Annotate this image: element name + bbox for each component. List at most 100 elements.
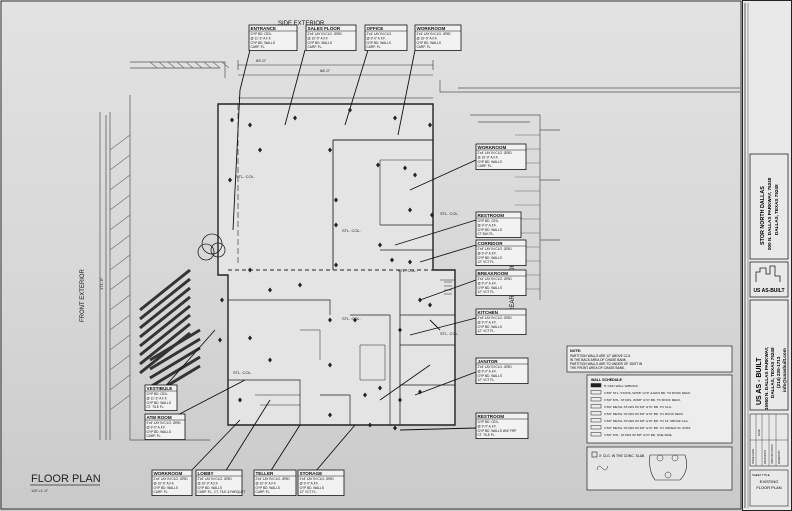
svg-text:DATE: DATE	[757, 429, 761, 436]
side-exterior-label: SIDE EXTERIOR	[278, 21, 325, 27]
col-label: STL. COL.	[233, 370, 252, 375]
callout-line: GYP BD. WALLS	[154, 486, 178, 490]
legend-item: 3 5/8" METAL STUDS W/ 5/8" GYP. BD. TO U…	[604, 426, 691, 430]
store-address: 000 N. DALLAS PARKWAY, 75248	[767, 177, 772, 250]
callout-line: GYP BD. WALLS	[308, 41, 332, 45]
callout-line: @ 10'-0" A.F.F.	[308, 36, 329, 40]
building-walls	[217, 97, 456, 426]
callout-line: 2'x4' LAY IN CLG. GRID	[256, 477, 291, 481]
callout-line: 2'x4' LAY IN CLG. GRID	[198, 477, 233, 481]
col-label: STL. COL.	[440, 331, 459, 336]
callout-line: CARP. FL.	[367, 45, 382, 49]
callout-line: GYP BD. CEIL.	[478, 420, 500, 424]
sheet-title-2: FLOOR PLAN	[756, 485, 781, 490]
callout-line: @ 9'-0" A.F.F.	[478, 369, 497, 373]
entrance-door-swings	[197, 233, 226, 261]
callout-line: GYP BD. WALLS	[251, 41, 275, 45]
callout-title: ATM ROOM	[147, 415, 172, 420]
callout-line: CT BLK FL.	[478, 232, 495, 236]
legend-item: 3 5/8" MTL. STUDS W/ 5/8" GYP. BD. ONE S…	[604, 433, 672, 437]
callout-line: GYP BD. WALLS	[147, 401, 171, 405]
scale-label: 1/8"=1'-0"	[31, 488, 49, 493]
svg-text:ISSUE DATE: ISSUE DATE	[751, 449, 755, 464]
callout-line: @ 10'-0" A.F.F.	[417, 36, 438, 40]
callout-line: 2'x4' LAY IN CLG. GRID	[300, 477, 335, 481]
callout-line: 2'x4' LAY IN CLG. GRID	[417, 32, 452, 36]
floor-plan-title: FLOOR PLAN	[31, 473, 101, 485]
callout-line: CARP. FL.	[417, 45, 432, 49]
callout-line: CARP. FL.	[154, 490, 169, 494]
callout-line: 2'x4' LAY IN CLG. GRID	[308, 32, 343, 36]
callout-title: WORKROOM	[478, 145, 507, 150]
callout-line: 12" VCT FL.	[478, 329, 495, 333]
callout-line: CT. TILE FL.	[478, 433, 496, 437]
callout-line: CARP. FL.	[478, 164, 493, 168]
callout-title: ENTRANCE	[251, 26, 277, 31]
callout-title: RESTROOM	[478, 414, 505, 419]
callout-line: GYP BD. CEIL.	[478, 219, 500, 223]
callout-line: CARP. FL.	[251, 45, 266, 49]
svg-text:IN THE BACK AREA OF CHASE BANK: IN THE BACK AREA OF CHASE BANK.	[570, 358, 627, 362]
firm-phone: (214) 235-1713	[776, 356, 781, 388]
svg-text:WALL SCHEDULE: WALL SCHEDULE	[591, 378, 622, 382]
callout-line: @ 9'-0" A.F.F.	[478, 424, 497, 428]
callout-title: CORRIDOR	[478, 241, 504, 246]
callout-line: @ 10'-0" A.F.F.	[154, 481, 175, 485]
callout-line: GYP BD. WALLS	[256, 486, 280, 490]
callout-line: @ 9'-0" A.F.F.	[478, 320, 497, 324]
ceiling-height-markers	[218, 107, 434, 431]
callout-line: GYP BD. WALLS	[478, 286, 502, 290]
callout-line: GYP BD. WALLS W/4' FRP	[478, 429, 517, 433]
callout-line: @ 9'-0" A.F.F.	[478, 223, 497, 227]
svg-text:THE FRONT AREA OF CHASE BANK.: THE FRONT AREA OF CHASE BANK.	[570, 366, 625, 370]
firm-address: 15950 N. DALLAS PARKWAY,	[764, 347, 769, 410]
svg-text:PARTITION WALLS ARE 12" ABOVE: PARTITION WALLS ARE 12" ABOVE CLG.	[570, 354, 631, 358]
callout-line: @ 11'-3" A.F.F.	[251, 36, 272, 40]
callout-line: GYP BD. WALLS	[147, 430, 171, 434]
callout-line: GYP BD. WALLS	[478, 374, 502, 378]
site-context	[0, 0, 742, 510]
callout-line: GYP BD. WALLS	[417, 41, 441, 45]
callout-line: GYP BD. CEIL.	[147, 392, 169, 396]
svg-text:REVISIONS: REVISIONS	[763, 450, 767, 464]
callout-line: @ 10'-0" A.F.F.	[256, 481, 277, 485]
callout-title: WORKROOM	[154, 471, 183, 476]
callout-title: WORKROOM	[417, 26, 446, 31]
dim-top-b: 68'-0"	[320, 68, 331, 73]
callout-line: @ 11'-3" A.F.F.	[147, 396, 168, 400]
svg-text:DRAWN BY: DRAWN BY	[777, 450, 781, 464]
callout-line: @ 9'-0" A.F.F.	[147, 425, 166, 429]
column-labels: STL. COL. STL. COL. STL. COL. STL. COL. …	[233, 174, 459, 375]
us-asbuilt-logo-icon: US AS-BUILT	[753, 265, 785, 294]
store-city: DALLAS, TEXAS 75248	[774, 184, 779, 235]
callout-line: GYP BD. WALLS	[478, 228, 502, 232]
callout-line: CARP. FL.	[256, 490, 271, 494]
callout-line: CARP. FL., CT. TILE & PARQUET	[198, 490, 246, 494]
callout-line: 2'x4' LAY IN CLG. GRID	[478, 365, 513, 369]
title-block: STOR NORTH DALLAS 000 N. DALLAS PARKWAY,…	[742, 0, 792, 511]
legend-item: 8" CMU WALL W/BRICK.	[604, 384, 639, 388]
callout-title: KITCHEN	[478, 310, 499, 315]
callout-line: 2'x4' LAY IN CLG. GRID	[478, 247, 513, 251]
store-name: STOR NORTH DALLAS	[760, 186, 766, 245]
key-box: X' CLG. IN THE CONC. SLAB	[586, 446, 733, 491]
callout-line: GYP BD. WALLS	[300, 486, 324, 490]
svg-text:SPECIFICATION: SPECIFICATION	[770, 444, 774, 464]
sheet-title-label: SHEET TITLE	[752, 473, 770, 477]
callout-line: GYP BD. WALLS	[478, 160, 502, 164]
svg-text:X' CLG. IN THE CONC. SLAB: X' CLG. IN THE CONC. SLAB	[599, 454, 645, 458]
callout-line: @ 9'-0" A.F.F.	[478, 281, 497, 285]
dim-top-a: 59'-0"	[256, 58, 267, 63]
callout-line: GYP BD. CEIL.	[251, 32, 273, 36]
